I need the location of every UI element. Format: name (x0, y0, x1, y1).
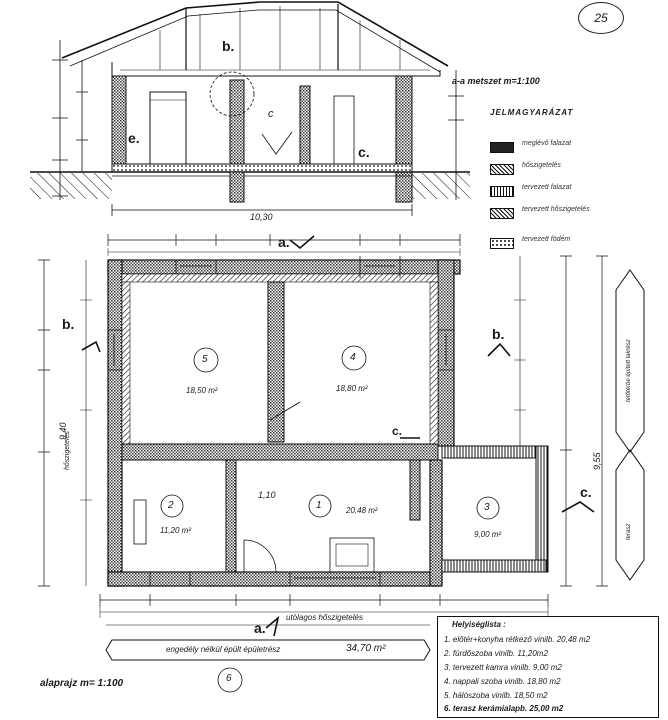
section-label-c-small: c (268, 108, 274, 120)
legend-swatch-dense (490, 142, 514, 153)
room-3-number: 3 (484, 502, 490, 513)
legend-item: hőszigetelés (490, 162, 650, 180)
room-list-title: Helyiséglista : (452, 620, 506, 629)
legend-item: tervezett födém (490, 236, 650, 254)
section-total-dimension: 10,30 (250, 212, 273, 222)
door-dimension: 1,10 (258, 490, 276, 500)
room-list-row: 3. tervezett kamra vinilb. 9,00 m2 (444, 663, 562, 672)
right-vertical-dimension: 9,55 (592, 452, 602, 470)
unauthorized-part-area: 34,70 m² (346, 643, 386, 654)
room-5-area: 18,50 m² (186, 386, 218, 395)
room-list-row: 6. terasz kerámiaIapb. 25,00 m2 (444, 704, 564, 713)
legend-title: JELMAGYARÁZAT (490, 108, 574, 117)
room-4-area: 18,80 m² (336, 384, 368, 393)
cut-a-bottom: a. (254, 620, 266, 636)
legend-swatch-cross (490, 208, 514, 219)
cut-c-inner: c. (392, 424, 403, 438)
sheet-number-stamp: 25 (578, 2, 624, 34)
legend-swatch-dots (490, 238, 514, 249)
room-6-number: 6 (226, 673, 232, 684)
room-4-number: 4 (350, 352, 356, 363)
right-side-note-bottom: terasz (626, 523, 632, 540)
room-2-area: 11,20 m² (160, 526, 191, 535)
room-1-number: 1 (316, 500, 322, 511)
insulation-note: utólagos hőszigetelés (286, 613, 363, 622)
section-scale-title: a-a metszet m=1:100 (452, 76, 540, 86)
cut-c-right: c. (580, 484, 592, 500)
room-3-area: 9,00 m² (474, 530, 502, 539)
section-drawing (30, 1, 470, 216)
plan-scale-title: alaprajz m= 1:100 (40, 678, 124, 689)
unauthorized-part-label: engedély nélkül épült épületrész (166, 645, 281, 654)
legend-item: tervezett hőszigetelés (490, 206, 650, 224)
cut-b-right: b. (492, 326, 505, 342)
room-5-number: 5 (202, 354, 208, 365)
room-list-table: Helyiséglista : 1. előtér+konyha rétkező… (437, 616, 659, 718)
cut-b-left: b. (62, 316, 75, 332)
right-side-note-top: tetőtérbe épített lakrész (626, 339, 632, 402)
legend-swatch-vertical (490, 186, 514, 197)
room-list-row: 5. hálószoba vinilb. 18,50 m2 (444, 691, 548, 700)
section-label-b: b. (222, 38, 235, 54)
room-list-row: 1. előtér+konyha rétkező vinilb. 20,48 m… (444, 635, 591, 644)
room-2-number: 2 (168, 500, 174, 511)
section-label-c: c. (358, 144, 370, 160)
legend-item: tervezett falazat (490, 184, 650, 202)
left-side-note: hőszigetelés (64, 431, 71, 470)
section-label-e: e. (128, 130, 140, 146)
room-1-area: 20,48 m² (346, 506, 378, 515)
cut-a-top: a. (278, 234, 290, 250)
legend-swatch-hatch (490, 164, 514, 175)
room-list-row: 2. fürdőszoba vinilb. 11,20m2 (444, 649, 548, 658)
room-list-row: 4. nappali szoba vinilb. 18,80 m2 (444, 677, 561, 686)
legend-item: meglévő falazat (490, 140, 650, 158)
